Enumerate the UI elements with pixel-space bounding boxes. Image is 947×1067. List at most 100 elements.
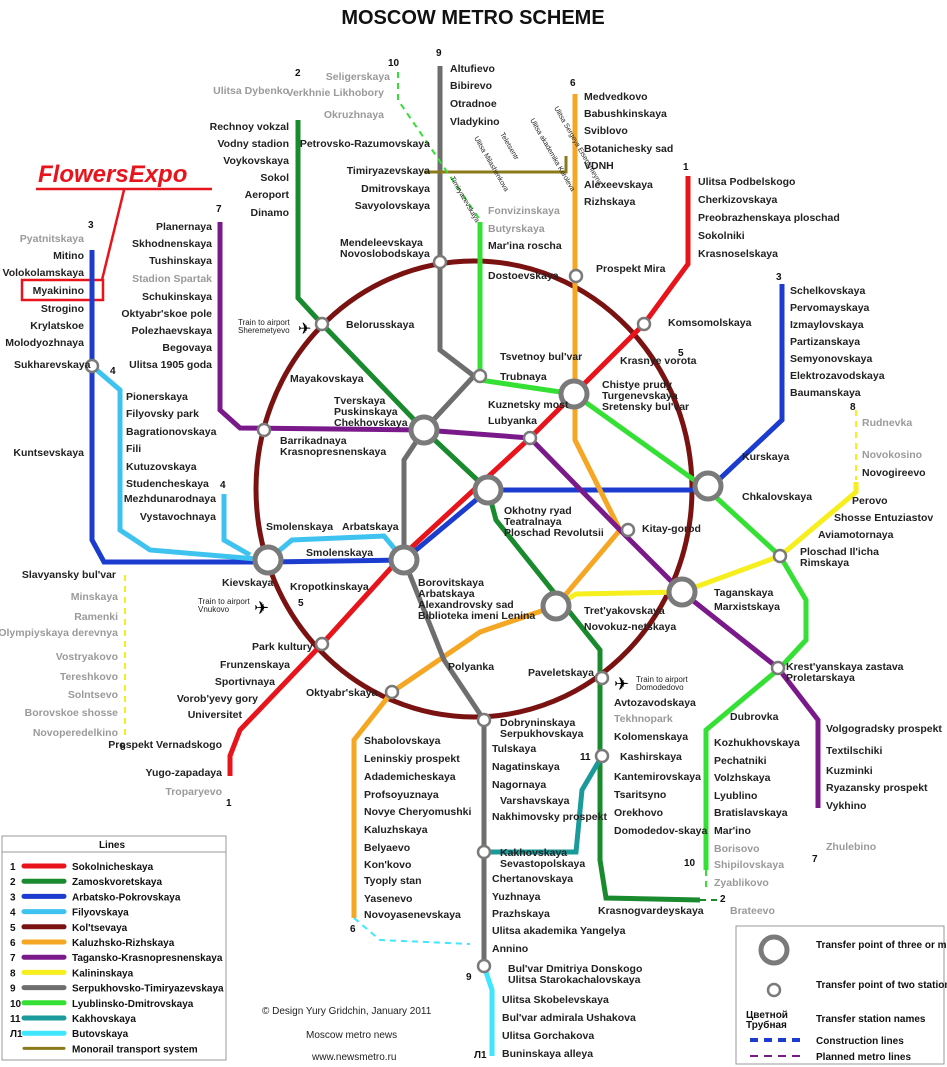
- station-chertanovskaya[interactable]: Chertanovskaya: [492, 873, 573, 885]
- station-minskaya[interactable]: Minskaya: [71, 591, 118, 603]
- station-sportivnaya[interactable]: Sportivnaya: [215, 676, 275, 688]
- station-vykhino[interactable]: Vykhino: [826, 800, 866, 812]
- station-borovskoe-shosse[interactable]: Borovskoe shosse: [25, 707, 119, 719]
- station-turgenevskaya[interactable]: Turgenevskaya: [602, 390, 678, 402]
- station-shipilovskaya[interactable]: Shipilovskaya: [714, 859, 784, 871]
- myakinino-highlight-box[interactable]: [20, 278, 105, 302]
- station-mitino[interactable]: Mitino: [53, 250, 84, 262]
- station-avtozavodskaya[interactable]: Avtozavodskaya: [614, 697, 696, 709]
- station-lyublino[interactable]: Lyublino: [714, 790, 757, 802]
- station-pionerskaya[interactable]: Pionerskaya: [126, 391, 188, 403]
- station-profsoyuznaya[interactable]: Profsoyuznaya: [364, 789, 439, 801]
- station-vostryakovo[interactable]: Vostryakovo: [56, 651, 118, 663]
- station-kuntsevskaya[interactable]: Sukharevskaya: [14, 359, 91, 371]
- station-shosse-entuziastov[interactable]: Shosse Entuziastov: [834, 512, 933, 524]
- station-leninskiy-prospekt[interactable]: Leninskiy prospekt: [364, 753, 460, 765]
- station-filyovsky-park[interactable]: Filyovsky park: [126, 408, 199, 420]
- station-babushkinskaya[interactable]: Babushkinskaya: [584, 108, 667, 120]
- station-elektrozavodskaya[interactable]: Elektrozavodskaya: [790, 370, 885, 382]
- station-timiryazevskaya[interactable]: Timiryazevskaya: [347, 165, 430, 177]
- station-konkovo[interactable]: Kon'kovo: [364, 859, 411, 871]
- station-dinamo[interactable]: Dinamo: [250, 207, 289, 219]
- station-verkhnie-likhobory[interactable]: Verkhnie Likhobory: [287, 87, 385, 99]
- station-ploschad-revolutsii[interactable]: Ploschad Revolutsii: [504, 527, 604, 539]
- station-medvedkovo[interactable]: Medvedkovo: [584, 91, 648, 103]
- station-kaluzhskaya[interactable]: Kaluzhskaya: [364, 824, 428, 836]
- station-nakhimovsky-prospekt[interactable]: Nakhimovsky prospekt: [492, 811, 607, 823]
- station-ulitsa-gorchakova[interactable]: Ulitsa Gorchakova: [502, 1030, 594, 1042]
- station-proletarskaya[interactable]: Proletarskaya: [786, 672, 855, 684]
- station-prazhskaya[interactable]: Prazhskaya: [492, 908, 550, 920]
- station-sevastopolskaya[interactable]: Sevastopolskaya: [500, 858, 585, 870]
- station-ryazansky-prospekt[interactable]: Ryazansky prospekt: [826, 782, 928, 794]
- station-varshavskaya[interactable]: Varshavskaya: [500, 795, 570, 807]
- station-belyaevo[interactable]: Belyaevo: [364, 842, 410, 854]
- station-kropotkinskaya[interactable]: Kropotkinskaya: [290, 581, 369, 593]
- station-smolenskaya-4[interactable]: Smolenskaya: [266, 521, 333, 533]
- station-nagatinskaya[interactable]: Nagatinskaya: [492, 761, 560, 773]
- station-alexeevskaya[interactable]: Alexeevskaya: [584, 179, 653, 191]
- station-bulvar-dmitriya-donskogo[interactable]: Bul'var Dmitriya Donskogo: [508, 963, 642, 975]
- station-frunzenskaya[interactable]: Frunzenskaya: [220, 659, 290, 671]
- station-krasnye-vorota[interactable]: Krasnye vorota: [620, 355, 697, 367]
- station-slavyansky-bulvar[interactable]: Kuntsevskaya: [13, 447, 84, 459]
- station-baumanskaya[interactable]: Baumanskaya: [790, 387, 861, 399]
- station-rimskaya[interactable]: Rimskaya: [800, 557, 849, 569]
- station-serpukhovskaya[interactable]: Serpukhovskaya: [500, 728, 584, 740]
- station-novokosino[interactable]: Novokosino: [862, 449, 922, 461]
- station-novoyasenevskaya[interactable]: Novoyasenevskaya: [364, 909, 461, 921]
- station-kievskaya[interactable]: Kievskaya: [222, 577, 274, 589]
- station-vorobyevy-gory[interactable]: Vorob'yevy gory: [177, 693, 258, 705]
- station-kantemirovskaya[interactable]: Kantemirovskaya: [614, 771, 701, 783]
- station-dmitrovskaya[interactable]: Dmitrovskaya: [361, 183, 430, 195]
- station-bibirevo[interactable]: Bibirevo: [450, 80, 492, 92]
- station-brateevo[interactable]: Brateevo: [730, 905, 775, 917]
- station-savyolovskaya[interactable]: Savyolovskaya: [355, 200, 430, 212]
- station-teatralnaya[interactable]: Teatralnaya: [504, 516, 562, 528]
- station-textilschiki[interactable]: Textilschiki: [826, 745, 882, 757]
- station-dobryninskaya[interactable]: Dobryninskaya: [500, 717, 575, 729]
- station-okruzhnaya[interactable]: Okruzhnaya: [324, 109, 384, 121]
- station-butyrskaya[interactable]: Butyrskaya: [488, 223, 545, 235]
- station-tsaritsyno[interactable]: Tsaritsyno: [614, 789, 666, 801]
- station-fili[interactable]: Fili: [126, 443, 141, 455]
- station-kuzminki[interactable]: Kuzminki: [826, 765, 873, 777]
- station-novokuznetskaya[interactable]: Novokuz-netskaya: [584, 621, 676, 633]
- station-ulitsa-starokachalovskaya[interactable]: Ulitsa Starokachalovskaya: [508, 974, 641, 986]
- station-dostoevskaya[interactable]: Dostoevskaya: [488, 270, 559, 282]
- station-fonvizinskaya[interactable]: Fonvizinskaya: [488, 205, 560, 217]
- station-izmaylovskaya[interactable]: Izmaylovskaya: [790, 319, 864, 331]
- station-adademicheskaya[interactable]: Adademicheskaya: [364, 771, 456, 783]
- station-chistye-prudy[interactable]: Chistye prudy: [602, 379, 672, 391]
- station-buninskaya-alleya[interactable]: Buninskaya alleya: [502, 1048, 593, 1060]
- station-ulitsa-podbelskogo[interactable]: Ulitsa Podbelskogo: [698, 176, 795, 188]
- station-pechatniki[interactable]: Pechatniki: [714, 755, 767, 767]
- station-molodyozhnaya[interactable]: Molodyozhnaya: [5, 337, 84, 349]
- station-krylatskoe[interactable]: Krylatskoe: [30, 320, 84, 332]
- station-borisovo[interactable]: Borisovo: [714, 843, 760, 855]
- station-puskinskaya[interactable]: Puskinskaya: [334, 406, 398, 418]
- station-pervomayskaya[interactable]: Pervomayskaya: [790, 302, 870, 314]
- station-borovitskaya[interactable]: Borovitskaya: [418, 577, 484, 589]
- station-tretyakovskaya[interactable]: Tret'yakovskaya: [584, 605, 665, 617]
- station-chekhovskaya[interactable]: Chekhovskaya: [334, 417, 408, 429]
- station-zyablikovo[interactable]: Zyablikovo: [714, 877, 769, 889]
- station-kakhovskaya[interactable]: Kakhovskaya: [500, 847, 567, 859]
- station-altufievo[interactable]: Altufievo: [450, 63, 495, 75]
- station-vodny-stadion[interactable]: Vodny stadion: [217, 138, 289, 150]
- station-sokolniki[interactable]: Sokolniki: [698, 230, 745, 242]
- station-marxistskaya[interactable]: Marxistskaya: [714, 601, 780, 613]
- station-stadion-spartak[interactable]: Stadion Spartak: [132, 273, 212, 285]
- station-oktyabrskaya[interactable]: Oktyabr'skaya: [306, 687, 378, 699]
- station-aviamotornaya[interactable]: Aviamotornaya: [818, 529, 894, 541]
- station-krasnoselskaya[interactable]: Krasnoselskaya: [698, 248, 778, 260]
- station-okhotny-ryad[interactable]: Okhotny ryad: [504, 505, 572, 517]
- station-vladykino[interactable]: Vladykino: [450, 116, 500, 128]
- station-polezhaevskaya[interactable]: Polezhaevskaya: [131, 325, 212, 337]
- station-belorusskaya[interactable]: Belorusskaya: [346, 319, 414, 331]
- station-ramenki[interactable]: Ramenki: [74, 611, 118, 623]
- station-arbatskaya-4[interactable]: Arbatskaya: [342, 521, 399, 533]
- station-ploschad-ilicha[interactable]: Ploschad Il'icha: [800, 546, 879, 558]
- station-perovo[interactable]: Perovo: [852, 495, 888, 507]
- station-botanichesky-sad[interactable]: Botanichesky sad: [584, 143, 673, 155]
